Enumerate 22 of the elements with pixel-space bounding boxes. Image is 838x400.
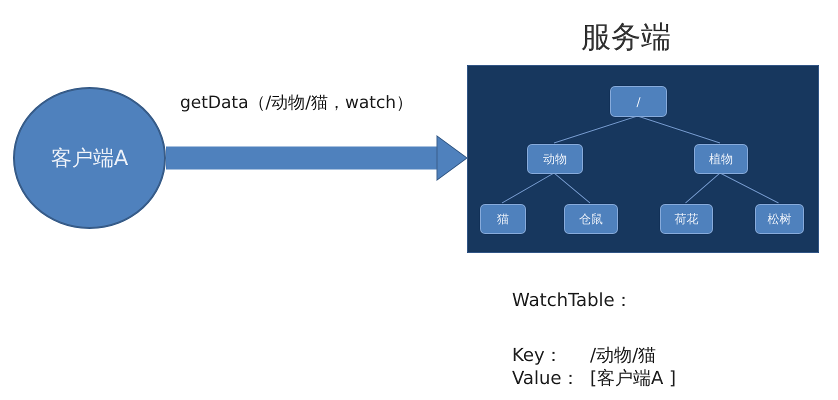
edge-label: getData（/动物/猫，watch） [180,92,414,114]
tree-node-box: / [610,86,667,117]
tree-node-box: 仓鼠 [564,204,618,234]
tree-node-box: 猫 [480,204,526,234]
field-value: /动物/猫 [590,344,656,367]
field-label: Value： [512,367,580,390]
connector-line [502,172,554,204]
table-heading: WatchTable： [512,289,633,312]
connector-line [720,172,779,204]
connector-line [685,172,720,204]
field-value: [客户端A ] [590,367,676,390]
block-arrow [166,136,468,180]
tree-node-box: 植物 [694,144,748,174]
client-ellipse: 客户端A [13,87,166,229]
connector-line [554,116,638,144]
field-label: Key： [512,344,563,367]
tree-node-box: 荷花 [660,204,713,234]
panel-heading: 服务端 [581,19,671,57]
connector-line [637,116,720,144]
tree-node-box: 松树 [755,204,804,234]
tree-node-box: 动物 [527,144,583,174]
connector-line [554,172,590,204]
